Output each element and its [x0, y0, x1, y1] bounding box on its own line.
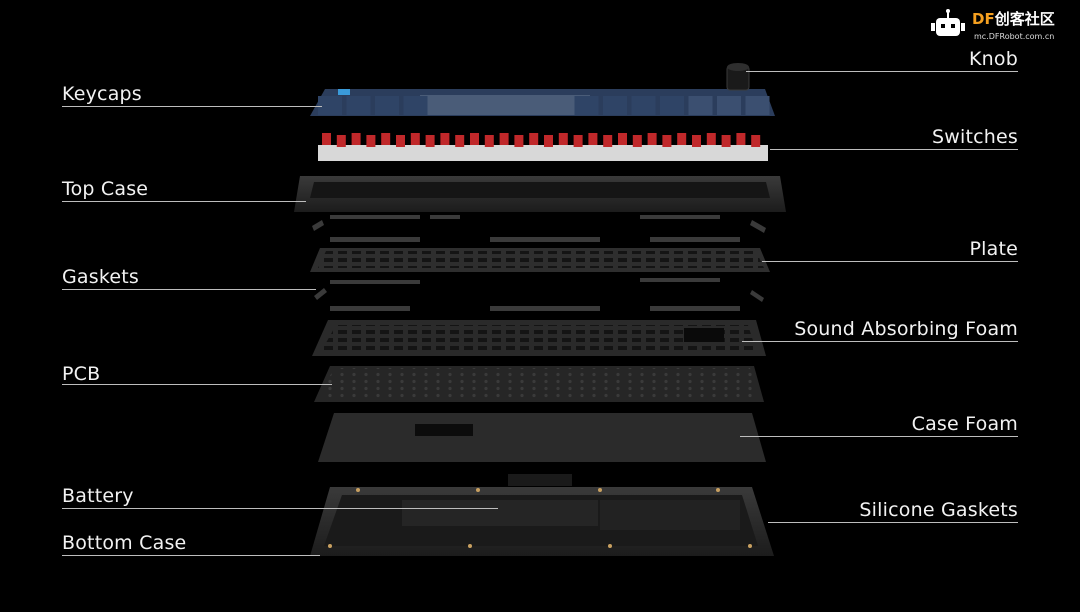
leader-line-silicone-gaskets [768, 522, 1018, 523]
label-top-case: Top Case [62, 178, 149, 200]
switch-stem [322, 133, 331, 145]
logo-site-url: mc.DFRobot.com.cn [974, 32, 1055, 41]
leader-line-sound-absorbing-foam [742, 341, 1018, 342]
switch-stem [706, 133, 716, 145]
keycap [574, 96, 599, 115]
switch-stem [410, 133, 420, 145]
label-sound-absorbing-foam: Sound Absorbing Foam [794, 318, 1018, 340]
switch-stem [736, 133, 746, 145]
label-silicone-gaskets: Silicone Gaskets [859, 499, 1018, 521]
switch-stem [603, 135, 613, 147]
keycap [631, 96, 656, 115]
switch-stem [381, 133, 391, 145]
label-case-foam: Case Foam [911, 413, 1018, 435]
keycap [603, 96, 627, 115]
switch-stem [632, 135, 642, 147]
label-keycaps: Keycaps [62, 83, 142, 105]
switch-stem [721, 135, 731, 147]
sound-absorbing-foam-layer [312, 320, 766, 356]
switch-stem [588, 133, 598, 145]
upper-gaskets [312, 215, 766, 242]
keycap [318, 96, 342, 115]
switch-stem [470, 133, 479, 145]
keycaps-layer [310, 63, 775, 116]
lower-gaskets [314, 278, 764, 311]
keycap [688, 96, 713, 115]
leader-line-case-foam [740, 436, 1018, 437]
switch-stem [662, 135, 672, 147]
switch-stem [558, 133, 568, 145]
label-knob: Knob [969, 48, 1018, 70]
dfrobot-logo: DF创客社区 [972, 8, 1055, 29]
switch-stem [677, 133, 687, 145]
keycap [745, 96, 770, 115]
label-pcb: PCB [62, 363, 101, 385]
leader-line-switches [770, 149, 1018, 150]
switch-stem [514, 135, 524, 147]
switch-stem [751, 135, 761, 147]
label-plate: Plate [969, 238, 1018, 260]
keycap [346, 96, 371, 115]
switch-stem [484, 135, 494, 147]
leader-line-gaskets [62, 289, 316, 290]
top-case-layer [294, 176, 786, 212]
keycap [375, 96, 399, 115]
switch-stem [425, 135, 435, 147]
switch-stem [499, 133, 509, 145]
label-switches: Switches [931, 126, 1018, 148]
switch-stem [396, 135, 405, 147]
logo-brand-df: DF [972, 10, 995, 28]
plate-layer [310, 248, 770, 272]
switch-stem [544, 135, 553, 147]
case-foam-layer [318, 413, 766, 462]
keycap [403, 96, 428, 115]
logo-brand-cn: 创客社区 [994, 10, 1055, 28]
label-gaskets: Gaskets [62, 266, 140, 288]
switches-layer [318, 133, 768, 161]
label-battery: Battery [62, 485, 134, 507]
switch-stem [336, 135, 346, 147]
pcb-layer [314, 366, 764, 402]
leader-line-keycaps [62, 106, 322, 107]
switch-stem [529, 133, 539, 145]
switch-stem [573, 135, 583, 147]
label-bottom-case: Bottom Case [62, 532, 187, 554]
switch-stem [440, 133, 450, 145]
switch-stem [618, 133, 627, 145]
leader-line-bottom-case [62, 555, 320, 556]
leader-line-knob [746, 71, 1018, 72]
leader-line-battery [62, 508, 498, 509]
leader-line-top-case [62, 201, 306, 202]
switch-stem [647, 133, 657, 145]
switch-stem [351, 133, 361, 145]
bottom-case-layer [310, 474, 774, 556]
leader-line-plate [762, 261, 1018, 262]
switch-stem [366, 135, 376, 147]
switch-stem [455, 135, 465, 147]
keycap [717, 96, 741, 115]
keycap [660, 96, 684, 115]
leader-line-pcb [62, 384, 332, 385]
switch-stem [692, 135, 701, 147]
dfrobot-robot-icon [931, 9, 965, 36]
